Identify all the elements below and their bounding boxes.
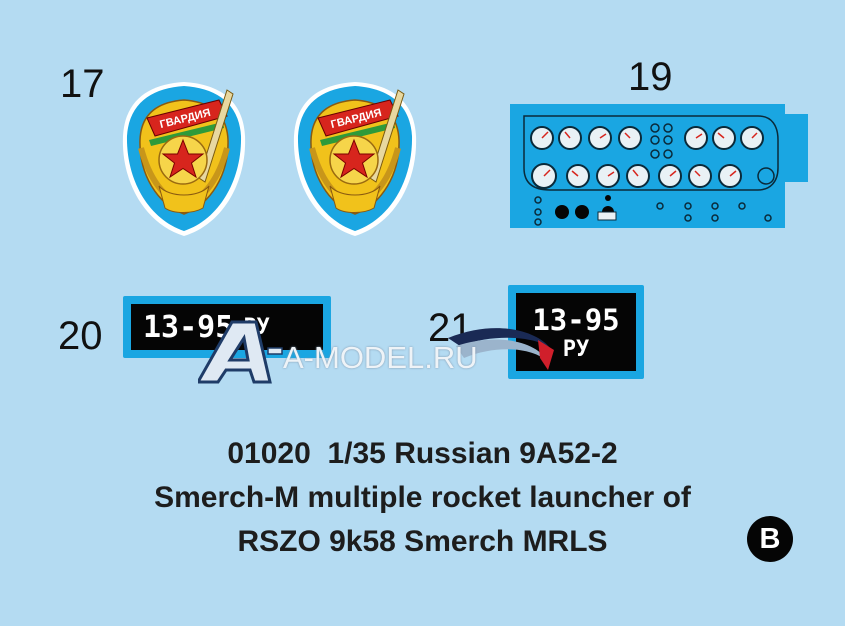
guards-badge-decal-right: ГВАРДИЯ	[293, 82, 417, 236]
watermark-text: A-MODEL.RU	[283, 340, 478, 375]
plate-20-number: 13-95	[143, 309, 234, 345]
decal-number-19: 19	[628, 55, 673, 99]
gauge-row-top	[530, 126, 764, 150]
decal-number-17: 17	[60, 62, 105, 106]
title-line-1: 01020 1/35 Russian 9A52-2	[227, 437, 618, 470]
guards-badge-decal-left: ГВАРДИЯ	[122, 82, 246, 236]
instrument-panel-decal	[510, 104, 808, 228]
sheet-letter-badge: B	[747, 516, 793, 562]
title-line-2: Smerch-M multiple rocket launcher of	[154, 481, 691, 514]
license-plate-21-face: 13-95 РУ	[516, 293, 636, 371]
watermark-logo	[198, 320, 554, 384]
plate-21-suffix: РУ	[562, 336, 590, 362]
decal-number-20: 20	[58, 314, 103, 358]
product-title: 01020 1/35 Russian 9A52-2 Smerch-M multi…	[0, 432, 845, 564]
title-line-3: RSZO 9k58 Smerch MRLS	[237, 525, 608, 558]
plate-21-number: 13-95	[532, 302, 620, 337]
license-plate-decal-21: 13-95 РУ	[508, 285, 644, 379]
